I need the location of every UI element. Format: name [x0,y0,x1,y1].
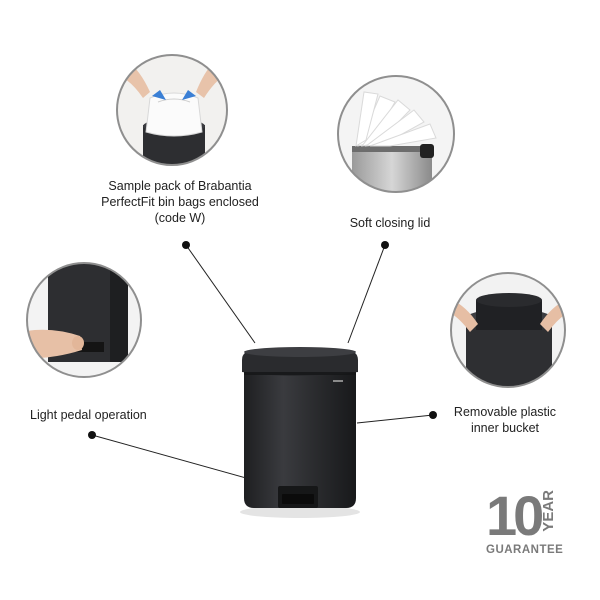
callout-bags-line1: Sample pack of Brabantia [108,179,252,193]
guarantee-badge: 10 YEAR GUARANTEE [486,488,576,568]
connector-bucket [356,414,434,424]
callout-lid-line1: Soft closing lid [349,216,431,230]
connector-lines [91,244,434,489]
callout-bucket-line2: inner bucket [470,421,540,435]
detail-circle-lid [337,75,455,193]
connector-dots [88,241,437,439]
connector-bags [185,244,256,344]
callout-bags: Sample pack of Brabantia PerfectFit bin … [90,178,270,226]
callout-bucket-line1: Removable plastic [453,405,557,419]
callout-pedal: Light pedal operation [30,407,190,423]
dot-lid [381,241,389,249]
guarantee-year-wrap: YEAR [540,490,557,544]
callout-bags-line3: (code W) [154,211,206,225]
dot-bags [182,241,190,249]
detail-circle-bucket [450,272,566,388]
detail-circle-bags [116,54,228,166]
callout-bags-line2: PerfectFit bin bags enclosed [101,195,259,209]
dot-bucket [429,411,437,419]
dot-pedal [88,431,96,439]
connector-lid [347,244,386,344]
guarantee-year: YEAR [540,490,557,532]
brand-badge [333,380,343,382]
callout-pedal-line1: Light pedal operation [30,408,147,422]
callout-bucket: Removable plastic inner bucket [430,404,580,436]
guarantee-number: 10 [486,484,544,547]
guarantee-text: GUARANTEE [486,544,564,556]
pedal-bin [240,347,360,518]
callout-lid: Soft closing lid [330,215,450,231]
detail-circle-pedal [26,262,142,378]
